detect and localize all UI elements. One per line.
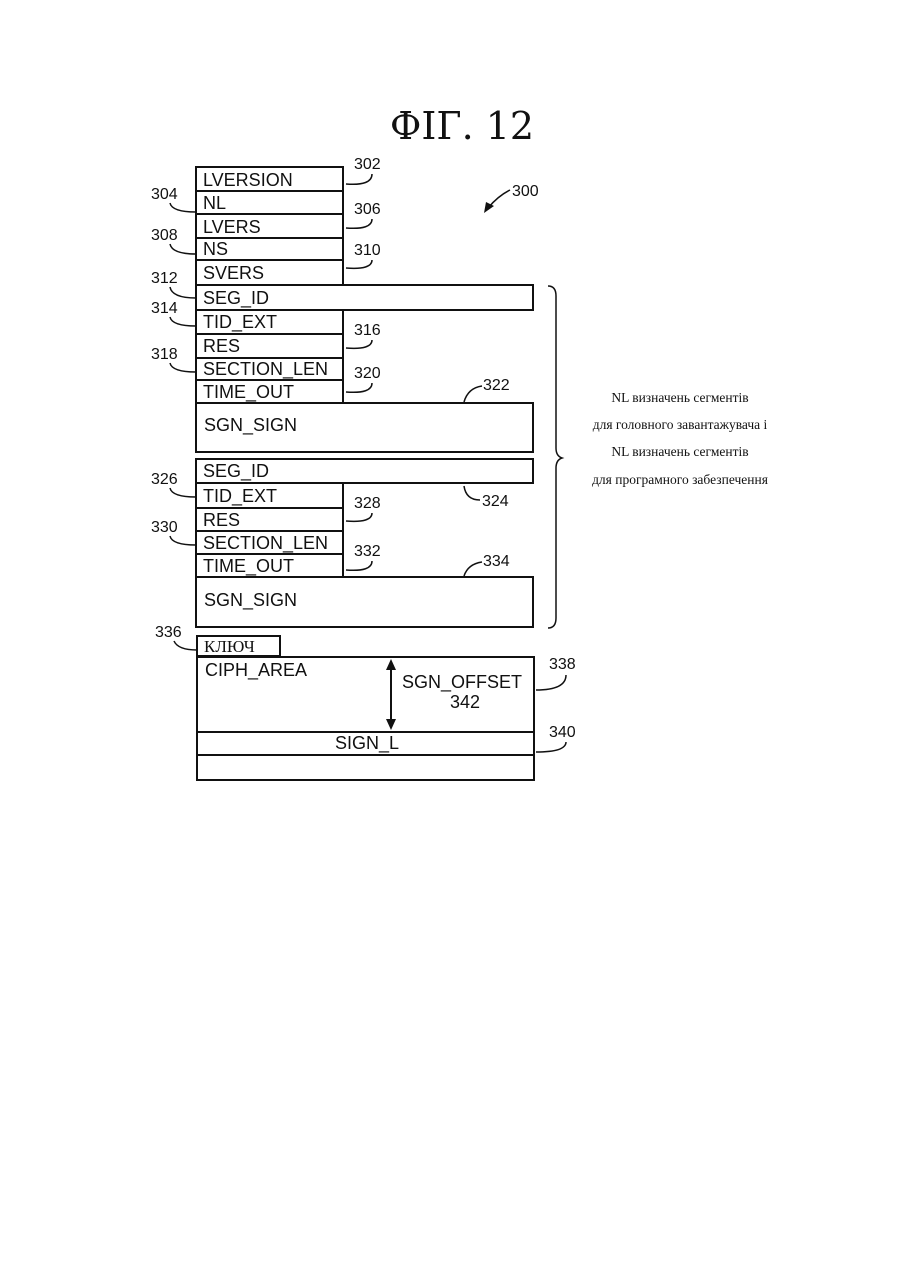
- ref-306-leader: [346, 219, 372, 228]
- ref-310-leader: [346, 260, 372, 268]
- figure-title: ФІГ. 12: [390, 104, 534, 148]
- bracket-note-line-3: NL визначень сегментів: [611, 444, 748, 459]
- ref-318-leader: [170, 363, 196, 372]
- field-ns-label: NS: [203, 239, 228, 259]
- ref-336: 336: [155, 624, 182, 641]
- ref-324-leader: [464, 486, 480, 500]
- cipher-block: CIPH_AREA SIGN_L SGN_OFFSET 342: [197, 657, 534, 780]
- ref-332-leader: [346, 561, 372, 570]
- field-seg-id-2-label: SEG_ID: [203, 461, 269, 482]
- ref-326-leader: [170, 488, 196, 497]
- ref-320: 320: [354, 365, 381, 382]
- field-key-label: КЛЮЧ: [204, 637, 255, 656]
- field-res-1-label: RES: [203, 336, 240, 356]
- field-section-len-1-label: SECTION_LEN: [203, 359, 328, 380]
- ref-308-leader: [170, 244, 196, 254]
- ref-304: 304: [151, 186, 178, 203]
- ref-338: 338: [549, 656, 576, 673]
- ref-334-leader: [464, 562, 482, 576]
- ref-316-leader: [346, 340, 372, 348]
- field-sgn-offset-label: SGN_OFFSET: [402, 672, 522, 693]
- ref-314-leader: [170, 317, 196, 326]
- field-time-out-1-label: TIME_OUT: [203, 382, 294, 403]
- ref-312-leader: [170, 287, 196, 298]
- ref-330-leader: [170, 536, 196, 545]
- ref-310: 310: [354, 242, 381, 259]
- ref-322: 322: [483, 377, 510, 394]
- field-sgn-sign-2-label: SGN_SIGN: [204, 590, 297, 611]
- field-time-out-2-label: TIME_OUT: [203, 556, 294, 577]
- ref-306: 306: [354, 201, 381, 218]
- field-seg-id-1-label: SEG_ID: [203, 288, 269, 309]
- ref-340-leader: [536, 742, 566, 752]
- field-ciph-area-label: CIPH_AREA: [205, 660, 307, 681]
- field-tid-ext-2-label: TID_EXT: [203, 486, 277, 507]
- ref-330: 330: [151, 519, 178, 536]
- field-lversion-label: LVERSION: [203, 170, 293, 190]
- ref-308: 308: [151, 227, 178, 244]
- bracket-note-line-1: NL визначень сегментів: [611, 390, 748, 405]
- ref-316: 316: [354, 322, 381, 339]
- field-nl-label: NL: [203, 193, 226, 213]
- bracket-note-line-2: для головного завантажувача і: [593, 417, 768, 432]
- field-sign-l-label: SIGN_L: [335, 733, 399, 754]
- ref-300: 300: [512, 183, 539, 200]
- bracket-note-line-4: для програмного забезпечення: [592, 472, 768, 487]
- ref-336-leader: [174, 641, 197, 650]
- key-block: КЛЮЧ: [197, 636, 280, 656]
- ref-320-leader: [346, 383, 372, 392]
- ref-334: 334: [483, 553, 510, 570]
- ref-304-leader: [170, 203, 196, 212]
- ref-328: 328: [354, 495, 381, 512]
- field-svers-label: SVERS: [203, 263, 264, 283]
- field-sgn-sign-1-label: SGN_SIGN: [204, 415, 297, 436]
- ref-314: 314: [151, 300, 178, 317]
- ref-302: 302: [354, 156, 381, 173]
- ref-324: 324: [482, 493, 509, 510]
- ref-338-leader: [536, 675, 566, 690]
- segment-bracket: [548, 286, 562, 628]
- header-fields: LVERSION NL LVERS NS SVERS: [196, 167, 343, 285]
- field-res-2-label: RES: [203, 510, 240, 530]
- ref-318: 318: [151, 346, 178, 363]
- ref-302-leader: [346, 174, 372, 184]
- bracket-note: NL визначень сегментів для головного зав…: [592, 390, 768, 487]
- field-tid-ext-1-label: TID_EXT: [203, 312, 277, 333]
- ref-322-leader: [464, 386, 482, 402]
- ref-332: 332: [354, 543, 381, 560]
- ref-326: 326: [151, 471, 178, 488]
- ref-328-leader: [346, 513, 372, 521]
- ref-340: 340: [549, 724, 576, 741]
- field-lvers-label: LVERS: [203, 217, 261, 237]
- ref-312: 312: [151, 270, 178, 287]
- field-sgn-offset-ref: 342: [450, 692, 480, 712]
- field-section-len-2-label: SECTION_LEN: [203, 533, 328, 554]
